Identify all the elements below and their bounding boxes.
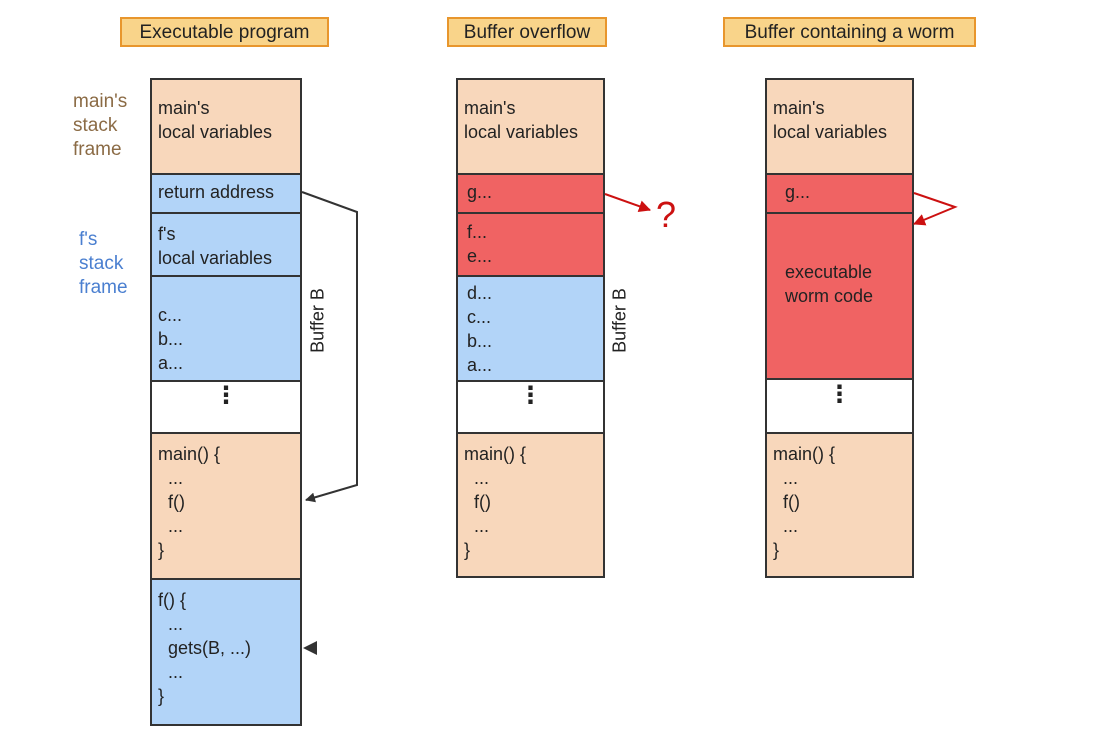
stack-column-worm: main's local variables g... executable w… [765,78,914,578]
worm-jump-arrow [913,192,958,226]
worm-code-cell: executable worm code [767,212,912,378]
stack-column-executable: main's local variables return address f'… [150,78,302,726]
main-locals-cell: main's local variables [767,80,912,173]
return-address-cell: return address [152,173,300,212]
main-stack-frame-label: main's stack frame [73,91,128,160]
ellipsis-cell: ⋮ [458,380,603,432]
overwritten-return-cell: g... [767,173,912,212]
ellipsis-cell: ⋮ [152,380,300,432]
main-code-cell: main() { ... f() ... } [458,432,603,576]
overflow-arrow [604,193,651,212]
f-stack-frame-label: f's stack frame [79,229,128,298]
return-arrow [301,191,358,503]
f-code-cell: f() { ... gets(B, ...) ... } [152,578,300,724]
main-locals-cell: main's local variables [458,80,603,173]
main-locals-cell: main's local variables [152,80,300,173]
unknown-target-mark: ? [656,194,677,235]
ellipsis-cell: ⋮ [767,378,912,432]
stack-column-overflow: main's local variables g... f... e... d.… [456,78,605,578]
title-buffer-overflow: Buffer overflow [447,17,607,47]
main-code-cell: main() { ... f() ... } [152,432,300,578]
overflow-locals-cell: f... e... [458,212,603,275]
f-locals-cell: f's local variables [152,212,300,275]
overwritten-return-cell: g... [458,173,603,212]
buffer-b-cell: d... c... b... a... [458,275,603,380]
current-line-pointer [303,641,317,655]
main-code-cell: main() { ... f() ... } [767,432,912,576]
title-buffer-worm: Buffer containing a worm [723,17,976,47]
title-executable-program: Executable program [120,17,329,47]
buffer-b-cell: c... b... a... [152,275,300,380]
